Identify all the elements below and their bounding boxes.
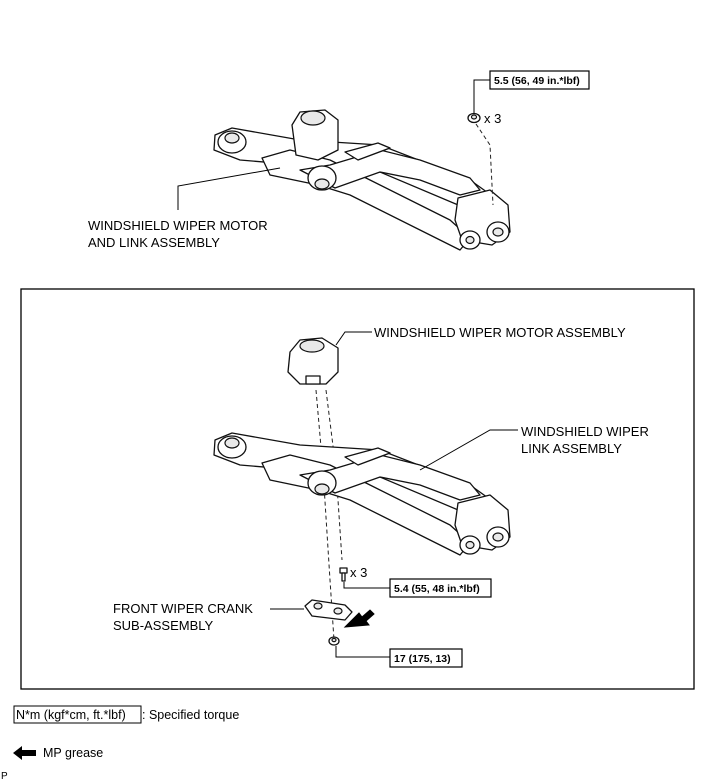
top-assembly-label-line1: WINDSHIELD WIPER MOTOR — [88, 218, 268, 233]
corner-code: P — [1, 771, 8, 782]
crank-nut-torque-value: 17 (175, 13) — [394, 653, 451, 665]
motor-bolt-torque-leader — [343, 582, 390, 589]
crank-label-line1: FRONT WIPER CRANK — [113, 601, 253, 616]
link-assembly-label-line1: WINDSHIELD WIPER — [521, 424, 649, 439]
motor-bolt-qty: x 3 — [350, 565, 367, 580]
wiper-motor-assembly — [287, 337, 339, 385]
legend-torque-desc: : Specified torque — [142, 708, 239, 722]
legend-torque-unit: N*m (kgf*cm, ft.*lbf) — [16, 708, 126, 722]
top-wiper-motor-link-assembly — [213, 109, 511, 251]
legend-grease-arrow-icon — [13, 746, 36, 760]
top-torque-value: 5.5 (56, 49 in.*lbf) — [494, 75, 580, 87]
link-assembly-label-line2: LINK ASSEMBLY — [521, 441, 622, 456]
crank-nut-torque-leader — [335, 646, 390, 658]
motor-bolt-torque-value: 5.4 (55, 48 in.*lbf) — [394, 583, 480, 595]
exploded-view-frame — [20, 288, 695, 690]
mp-grease-arrow-icon — [343, 609, 375, 628]
crank-label-line2: SUB-ASSEMBLY — [113, 618, 214, 633]
top-nut-qty: x 3 — [484, 111, 501, 126]
motor-assembly-label: WINDSHIELD WIPER MOTOR ASSEMBLY — [374, 325, 626, 340]
top-nut — [467, 112, 494, 206]
motor-bolt — [339, 567, 348, 582]
crank-nut — [328, 636, 340, 646]
motor-assembly-leader — [335, 331, 372, 346]
top-torque-leader — [473, 79, 490, 113]
legend-torque-unit-box — [13, 705, 142, 724]
motor-bolt-torque-box — [389, 578, 492, 598]
top-assembly-label-line2: AND LINK ASSEMBLY — [88, 235, 220, 250]
wiper-link-assembly — [213, 432, 511, 556]
front-wiper-crank — [304, 599, 353, 621]
link-assembly-leader — [419, 429, 518, 471]
crank-nut-torque-box — [389, 648, 463, 668]
legend-grease-desc: MP grease — [43, 746, 103, 760]
top-assembly-leader — [177, 167, 281, 210]
